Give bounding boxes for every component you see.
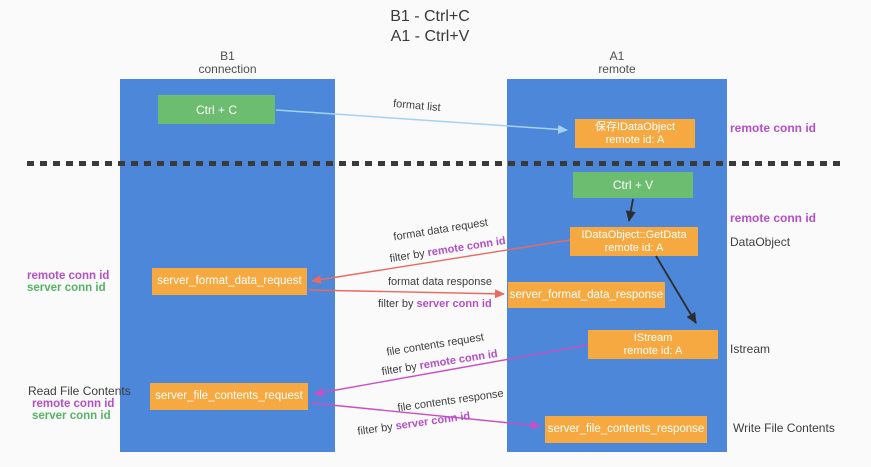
filter-by-text-2: filter by [378, 298, 414, 310]
istream-line2: remote id: A [623, 344, 683, 357]
server-conn-id-text-1: server conn id [416, 298, 492, 310]
left1-server-conn-id: server conn id [27, 282, 106, 294]
istream-line1: IStream [633, 331, 673, 344]
filter-by-text-4: filter by [356, 421, 394, 438]
ctrl-v-label: Ctrl + V [612, 178, 654, 192]
server-file-contents-request-box: server_file_contents_request [150, 383, 308, 410]
server-file-contents-response-label: server_file_contents_response [547, 423, 705, 435]
session-divider-dashed-line [27, 161, 843, 166]
title-line-b1: B1 - Ctrl+C [390, 8, 470, 25]
save-idataobject-box: 保存IDataObject remote id: A [575, 119, 695, 148]
remote-conn-id-text-1: remote conn id [426, 234, 507, 260]
left-conn-id-group-2: remote conn id server conn id [32, 398, 114, 422]
lane-a1-role: remote [598, 62, 636, 76]
diagram-title: B1 - Ctrl+C A1 - Ctrl+V [0, 7, 860, 47]
format-data-response-arrow [308, 289, 505, 299]
server-format-data-response-label: server_format_data_response [509, 288, 664, 301]
ctrl-c-box: Ctrl + C [158, 95, 275, 124]
server-format-data-request-box: server_format_data_request [152, 268, 307, 295]
server-format-data-response-box: server_format_data_response [508, 282, 665, 308]
file-contents-response-filter-label: filter byserver conn id [357, 410, 471, 438]
ctrl-v-box: Ctrl + V [573, 172, 693, 198]
server-conn-id-text-2: server conn id [394, 410, 471, 433]
getdata-line1: IDataObject::GetData [581, 228, 687, 241]
file-contents-response-label: file contents response [396, 387, 505, 415]
filter-by-text-3: filter by [380, 360, 418, 379]
istream-box: IStream remote id: A [588, 330, 718, 359]
save-idataobject-line1: 保存IDataObject [594, 120, 676, 133]
lane-a1-name: A1 [609, 49, 625, 63]
lane-b1-name: B1 [220, 49, 235, 63]
left1-remote-conn-id: remote conn id [27, 270, 110, 282]
dataobject-annotation: DataObject [730, 235, 791, 249]
format-list-label: format list [392, 97, 442, 115]
istream-annotation: Istream [730, 342, 771, 356]
remote-conn-id-annotation-top: remote conn id [730, 121, 817, 135]
save-idataobject-line2: remote id: A [605, 133, 665, 146]
format-data-response-label: format data response [388, 276, 492, 288]
server-format-data-request-label: server_format_data_request [157, 275, 302, 287]
idataobject-getdata-box: IDataObject::GetData remote id: A [570, 227, 698, 256]
lane-header-a1: A1 remote [507, 50, 727, 76]
write-file-contents-annotation: Write File Contents [733, 421, 835, 435]
server-file-contents-response-box: server_file_contents_response [545, 416, 707, 443]
left2-server-conn-id: server conn id [32, 410, 111, 422]
remote-conn-id-annotation-mid: remote conn id [730, 211, 817, 225]
read-file-contents-annotation: Read File Contents [28, 384, 131, 398]
filter-by-text-1: filter by [388, 247, 426, 266]
getdata-line2: remote id: A [604, 241, 664, 254]
title-line-a1: A1 - Ctrl+V [390, 28, 470, 45]
lane-b1-role: connection [198, 62, 257, 76]
left2-remote-conn-id: remote conn id [32, 398, 115, 410]
left-conn-id-group-1: remote conn id server conn id [27, 270, 109, 294]
server-file-contents-request-label: server_file_contents_request [155, 390, 303, 402]
ctrl-c-label: Ctrl + C [195, 102, 237, 117]
lane-header-b1: B1 connection [120, 50, 335, 76]
